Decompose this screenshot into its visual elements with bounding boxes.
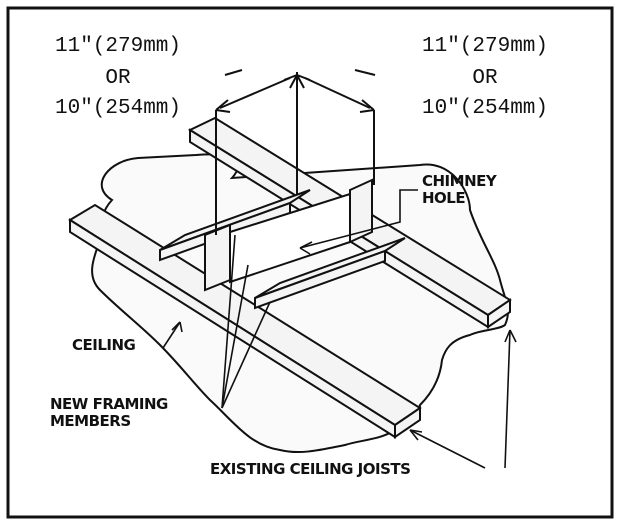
chimney-hole-label-line2: HOLE xyxy=(422,189,466,207)
leader-lines xyxy=(162,189,517,469)
dimension-lines xyxy=(215,69,376,235)
dimension-arrowhead xyxy=(359,99,375,113)
left-dimension-imperial: 11"(279mm) xyxy=(54,35,182,58)
chimney-hole-label-line1: CHIMNEY xyxy=(422,172,497,190)
ceiling-surface xyxy=(91,153,509,454)
new-framing-members xyxy=(159,178,406,310)
chimney-leader-arrow xyxy=(299,241,313,255)
existing-ceiling-joist-left xyxy=(68,203,422,439)
right-dimension-imperial: 11"(279mm) xyxy=(421,35,549,58)
right-dimension-or: OR xyxy=(472,67,498,90)
dimension-arrowhead xyxy=(215,99,231,113)
new-framing-label-line2: MEMBERS xyxy=(50,412,131,430)
dimension-arrowhead xyxy=(283,74,298,89)
ceiling-leader-arrow xyxy=(171,321,183,333)
left-dimension-metric: 10"(254mm) xyxy=(54,97,182,120)
existing-ceiling-joists-label: EXISTING CEILING JOISTS xyxy=(210,460,411,478)
dimension-arrowhead xyxy=(296,74,311,89)
new-framing-label-line1: NEW FRAMING xyxy=(50,395,168,413)
chimney-hole xyxy=(229,192,351,284)
right-dimension-metric: 10"(254mm) xyxy=(421,97,549,120)
joist-leader-arrow xyxy=(504,329,517,343)
ceiling-label: CEILING xyxy=(72,336,136,354)
left-dimension-or: OR xyxy=(105,67,131,90)
border-frame xyxy=(6,6,614,519)
joist-leader-arrow xyxy=(409,429,423,441)
